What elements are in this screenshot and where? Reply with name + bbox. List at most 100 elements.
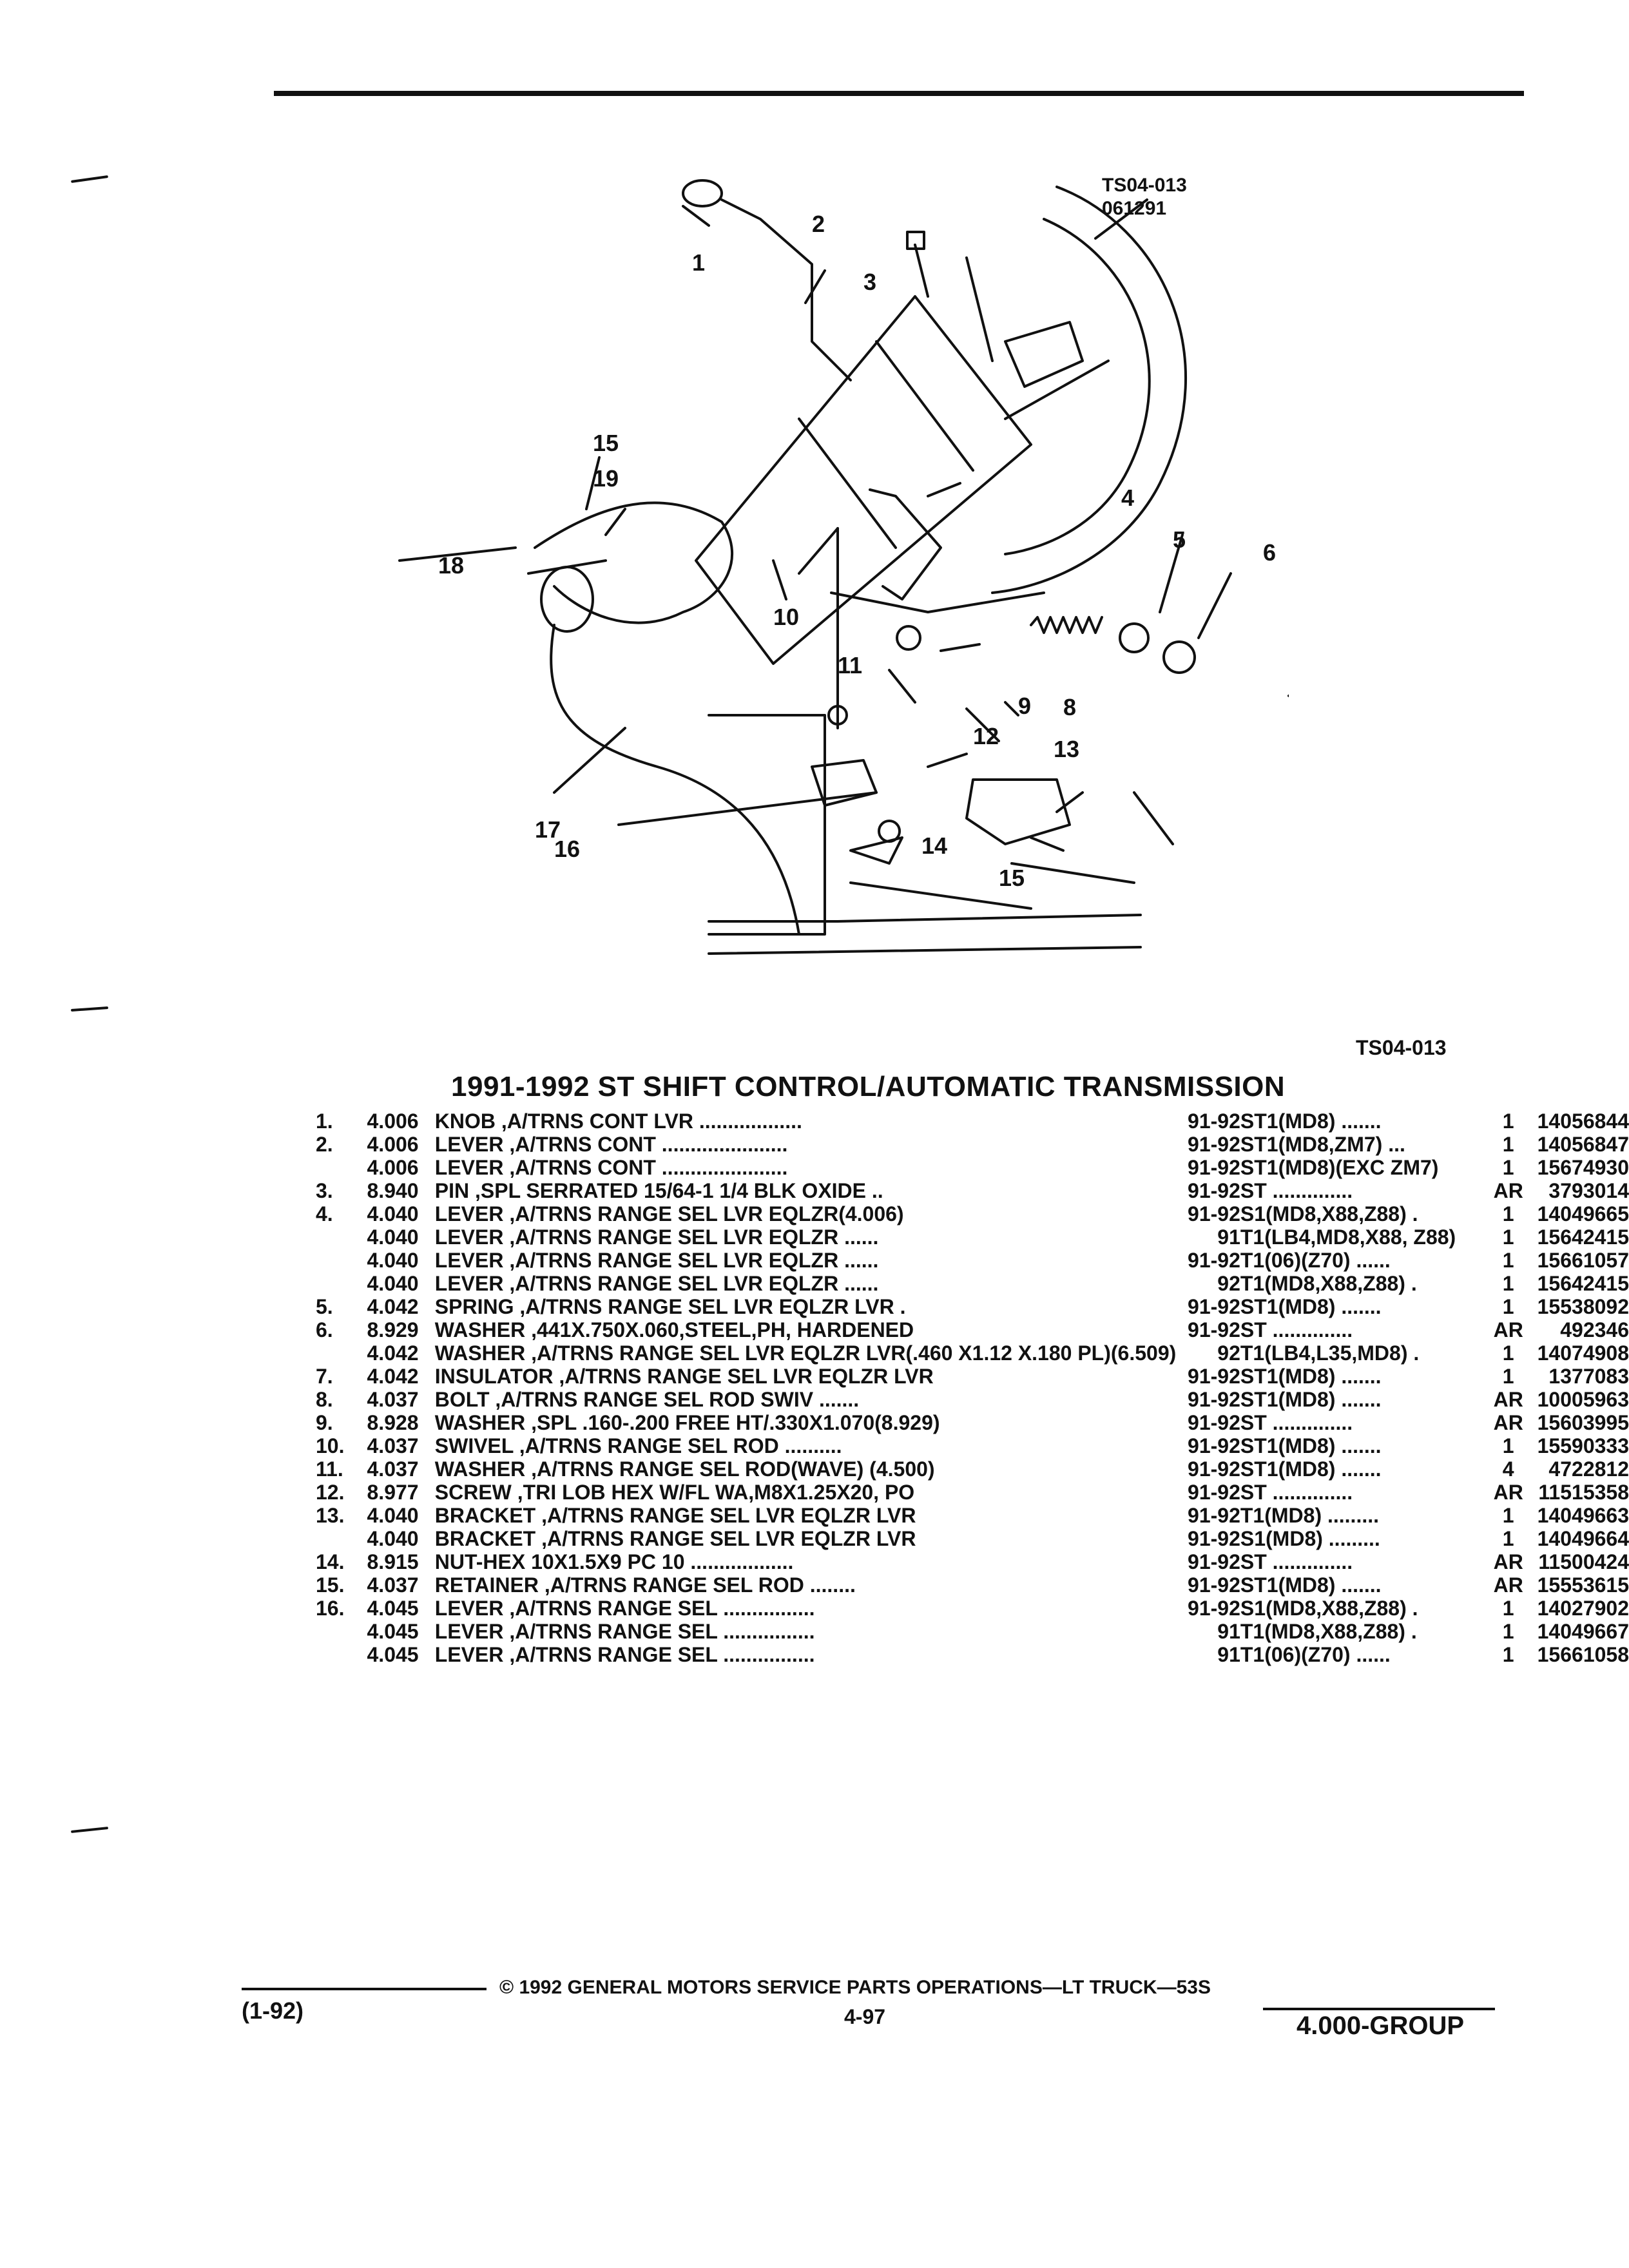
part-detail: ,TRI LOB HEX W/FL WA,M8X1.25X20, PO — [511, 1481, 915, 1504]
callout-2: 2 — [812, 211, 825, 237]
group-number: 8.929 — [367, 1318, 419, 1341]
model-years: 91-92 — [1188, 1481, 1240, 1504]
model-years: 91-92 — [1188, 1434, 1240, 1457]
part-number: 15661057 — [1537, 1249, 1629, 1272]
part-name: BOLT — [434, 1388, 490, 1411]
quantity: 1 — [1502, 1156, 1514, 1179]
model-years: 91-92 — [1188, 1318, 1240, 1341]
part-description: LEVER ,A/TRNS RANGE SEL LVR EQLZR(4.006) — [435, 1202, 1177, 1225]
model-years: 91-92 — [1188, 1156, 1240, 1179]
part-number: 15642415 — [1537, 1272, 1629, 1295]
steering-column-band-2 — [798, 418, 897, 549]
usage: ST1(MD8) ....... — [1240, 1457, 1382, 1481]
item-number: 16. — [316, 1597, 345, 1620]
part-number: 14049664 — [1537, 1527, 1629, 1550]
group-number: 4.040 — [367, 1202, 419, 1225]
item-number — [316, 1643, 367, 1666]
part-number: 15642415 — [1537, 1225, 1629, 1249]
item-number — [316, 1620, 367, 1643]
part-number: 14049667 — [1537, 1620, 1629, 1643]
quantity: 1 — [1502, 1620, 1514, 1643]
figure-id: TS04-013 — [1356, 1036, 1447, 1059]
model-years: 91-92 — [1188, 1133, 1240, 1156]
usage: T1(MD8) ......... — [1240, 1504, 1379, 1527]
part-detail: ,A/TRNS RANGE SEL ROD(WAVE) (4.500) — [525, 1457, 935, 1481]
pin-3 — [914, 244, 929, 298]
part-detail: ,SPL SERRATED 15/64-1 1/4 BLK OXIDE .. — [469, 1179, 883, 1202]
part-detail: ,A/TRNS RANGE SEL LVR EQLZR LVR(.460 X1.… — [525, 1341, 1177, 1365]
quantity: 1 — [1502, 1295, 1514, 1318]
item-number: 1. — [316, 1110, 333, 1133]
item-number: 13. — [316, 1504, 345, 1527]
callout-15-upper: 15 — [593, 430, 619, 456]
quantity: AR — [1493, 1550, 1523, 1573]
frame-line-2 — [708, 946, 1142, 955]
part-number: 15538092 — [1537, 1295, 1629, 1318]
part-number: 3793014 — [1548, 1179, 1629, 1202]
steering-wheel-spoke-2 — [965, 256, 994, 362]
callout-9: 9 — [1018, 693, 1031, 719]
usage: ST1(MD8) ....... — [1240, 1295, 1382, 1318]
part-description: BRACKET ,A/TRNS RANGE SEL LVR EQLZR LVR — [435, 1504, 1177, 1527]
item-number — [316, 1249, 367, 1272]
insulator-7 — [1162, 640, 1196, 674]
item-number: 5. — [316, 1295, 333, 1318]
quantity: 1 — [1502, 1133, 1514, 1156]
footer-rule-left — [242, 1988, 487, 1990]
item-number: 3. — [316, 1179, 333, 1202]
usage: S1(MD8) ......... — [1240, 1527, 1380, 1550]
part-detail: ,A/TRNS CONT ...................... — [503, 1133, 788, 1156]
part-description: WASHER ,A/TRNS RANGE SEL LVR EQLZR LVR(.… — [435, 1341, 1177, 1365]
part-number: 11500424 — [1538, 1550, 1629, 1573]
group-number: 4.037 — [367, 1573, 419, 1597]
model-years: 91-92 — [1188, 1457, 1240, 1481]
usage: ST1(MD8)(EXC ZM7) — [1240, 1156, 1439, 1179]
group-number: 8.977 — [367, 1481, 419, 1504]
group-number: 4.040 — [367, 1225, 419, 1249]
revision-date: (1-92) — [242, 1997, 304, 2024]
quantity: 1 — [1502, 1527, 1514, 1550]
callout-8: 8 — [1063, 694, 1076, 720]
usage: T1(06)(Z70) ...... — [1240, 1249, 1391, 1272]
part-number: 14049663 — [1537, 1504, 1629, 1527]
model-years: 91-92 — [1188, 1527, 1240, 1550]
part-name: LEVER — [434, 1249, 504, 1272]
part-detail: ,A/TRNS RANGE SEL LVR EQLZR LVR — [535, 1504, 916, 1527]
part-description: LEVER ,A/TRNS CONT .....................… — [435, 1156, 1177, 1179]
part-number: 15590333 — [1537, 1434, 1629, 1457]
callout-17: 17 — [535, 816, 561, 843]
callout-14: 14 — [921, 832, 947, 859]
quantity: AR — [1493, 1481, 1523, 1504]
quantity: 4 — [1502, 1457, 1514, 1481]
frame-line — [708, 914, 1142, 923]
part-name: LEVER — [434, 1643, 504, 1666]
steering-wheel-rim — [991, 186, 1188, 594]
quantity: AR — [1493, 1388, 1523, 1411]
item-number — [316, 1225, 367, 1249]
part-detail: ,A/TRNS RANGE SEL LVR EQLZR ...... — [503, 1272, 879, 1295]
part-name: BRACKET — [434, 1527, 536, 1550]
group-number: 4.037 — [367, 1388, 419, 1411]
part-detail: ,A/TRNS RANGE SEL ................ — [503, 1643, 815, 1666]
quantity: 1 — [1502, 1110, 1514, 1133]
model-years: 91-92 — [1188, 1179, 1240, 1202]
item-number — [316, 1527, 367, 1550]
quantity: 1 — [1502, 1597, 1514, 1620]
usage: ST1(MD8) ....... — [1240, 1110, 1382, 1133]
model-years: 91 — [1217, 1620, 1240, 1643]
part-number: 15553615 — [1537, 1573, 1629, 1597]
part-name: WASHER — [434, 1411, 526, 1434]
model-years: 91-92 — [1188, 1597, 1240, 1620]
usage: S1(MD8,X88,Z88) . — [1240, 1202, 1418, 1225]
callout-3: 3 — [863, 269, 876, 295]
model-years: 91-92 — [1188, 1202, 1240, 1225]
